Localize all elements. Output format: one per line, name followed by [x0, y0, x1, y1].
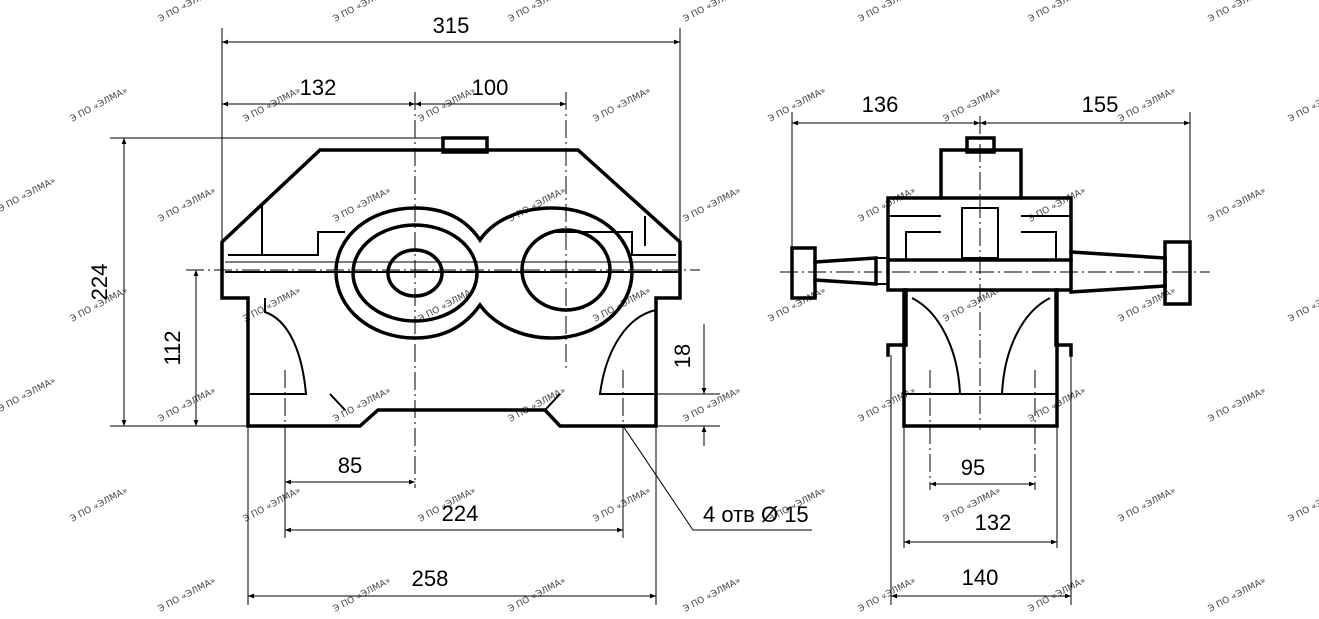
watermark-mark: Э ПО «ЭЛМА» — [69, 486, 130, 525]
watermark-mark: Э ПО «ЭЛМА» — [1027, 0, 1088, 25]
watermark-mark: Э ПО «ЭЛМА» — [1207, 186, 1268, 225]
dim-side-hole-spacing: 95 — [961, 455, 985, 480]
watermark-mark: Э ПО «ЭЛМА» — [1287, 486, 1319, 525]
bearing-boss-outline — [334, 206, 634, 340]
dim-right-shaft: 155 — [1082, 92, 1119, 117]
watermark-mark: Э ПО «ЭЛМА» — [242, 286, 303, 325]
front-lower-rib-right — [598, 309, 657, 395]
side-view: 136 155 95 132 140 — [780, 92, 1210, 605]
watermark-mark: Э ПО «ЭЛМА» — [682, 186, 743, 225]
watermark-mark: Э ПО «ЭЛМА» — [592, 86, 653, 125]
watermark-mark: Э ПО «ЭЛМА» — [1117, 86, 1178, 125]
watermark-mark: Э ПО «ЭЛМА» — [1287, 286, 1319, 325]
watermark-mark: Э ПО «ЭЛМА» — [507, 386, 568, 425]
dim-hole-spacing: 224 — [442, 501, 479, 526]
watermark-mark: Э ПО «ЭЛМА» — [857, 0, 918, 25]
watermark-mark: Э ПО «ЭЛМА» — [857, 386, 918, 425]
left-shaft — [813, 256, 878, 286]
watermark-mark: Э ПО «ЭЛМА» — [767, 86, 828, 125]
watermark-mark: Э ПО «ЭЛМА» — [157, 386, 218, 425]
watermark-mark: Э ПО «ЭЛМА» — [1027, 186, 1088, 225]
watermark-mark: Э ПО «ЭЛМА» — [507, 576, 568, 615]
holes-leader-line — [622, 425, 812, 531]
watermark-mark: Э ПО «ЭЛМА» — [69, 86, 130, 125]
right-shaft-coupling — [1163, 240, 1192, 306]
front-lower-rib-left — [250, 298, 308, 395]
watermark-mark: Э ПО «ЭЛМА» — [682, 0, 743, 25]
side-rib-right — [1001, 297, 1051, 395]
watermark-mark: Э ПО «ЭЛМА» — [157, 576, 218, 615]
dim-side-base-width: 140 — [962, 565, 999, 590]
watermark-mark: Э ПО «ЭЛМА» — [157, 186, 218, 225]
watermark-mark: Э ПО «ЭЛМА» — [767, 286, 828, 325]
dim-axis-height: 112 — [160, 330, 185, 365]
watermark-mark: Э ПО «ЭЛМА» — [592, 486, 653, 525]
watermark-mark: Э ПО «ЭЛМА» — [942, 86, 1003, 125]
watermark-mark: Э ПО «ЭЛМА» — [242, 86, 303, 125]
side-housing-upper — [886, 196, 1073, 262]
left-shaft-collar — [875, 257, 889, 285]
side-top-cap — [939, 148, 1023, 200]
watermark-mark: Э ПО «ЭЛМА» — [1207, 576, 1268, 615]
watermark-mark: Э ПО «ЭЛМА» — [417, 86, 478, 125]
watermark-mark: Э ПО «ЭЛМА» — [857, 576, 918, 615]
watermark-mark: Э ПО «ЭЛМА» — [242, 486, 303, 525]
watermark-mark: Э ПО «ЭЛМА» — [1117, 486, 1178, 525]
left-shaft-coupling — [790, 246, 817, 300]
watermark-mark: Э ПО «ЭЛМА» — [1207, 0, 1268, 25]
watermark-mark: Э ПО «ЭЛМА» — [157, 0, 218, 25]
watermark-mark: Э ПО «ЭЛМА» — [507, 0, 568, 25]
dim-hole-to-axis: 85 — [338, 453, 362, 478]
front-upper-step — [228, 231, 676, 256]
watermark-mark: Э ПО «ЭЛМА» — [0, 176, 58, 215]
watermark-mark: Э ПО «ЭЛМА» — [1027, 576, 1088, 615]
dim-overall-height: 224 — [87, 264, 112, 301]
dim-axis-spacing: 100 — [472, 75, 509, 100]
side-rib-left — [911, 297, 961, 395]
watermark-mark: Э ПО «ЭЛМА» — [682, 386, 743, 425]
dim-overall-width: 315 — [433, 13, 470, 38]
side-housing-inner-upper — [905, 231, 1057, 260]
dim-left-shaft: 136 — [862, 92, 899, 117]
watermark-mark: Э ПО «ЭЛМА» — [0, 376, 58, 415]
watermark-mark: Э ПО «ЭЛМА» — [332, 576, 393, 615]
watermark-mark: Э ПО «ЭЛМА» — [682, 576, 743, 615]
watermark-mark: Э ПО «ЭЛМА» — [507, 186, 568, 225]
dim-base-length: 258 — [412, 566, 449, 591]
watermark-mark: Э ПО «ЭЛМА» — [332, 0, 393, 25]
dim-left-to-axis: 132 — [300, 75, 337, 100]
watermark-mark: Э ПО «ЭЛМА» — [332, 186, 393, 225]
holes-callout: 4 отв Ø 15 — [703, 502, 809, 527]
watermark-mark: Э ПО «ЭЛМА» — [1207, 386, 1268, 425]
watermark-mark: Э ПО «ЭЛМА» — [1287, 86, 1319, 125]
front-view: 315 132 100 224 112 18 85 224 258 — [87, 13, 812, 605]
front-base-inner — [329, 393, 561, 411]
dim-side-base-inner: 132 — [975, 510, 1012, 535]
dim-foot-height: 18 — [670, 344, 695, 368]
front-housing-outline — [220, 148, 682, 428]
inspection-cover — [441, 136, 489, 154]
